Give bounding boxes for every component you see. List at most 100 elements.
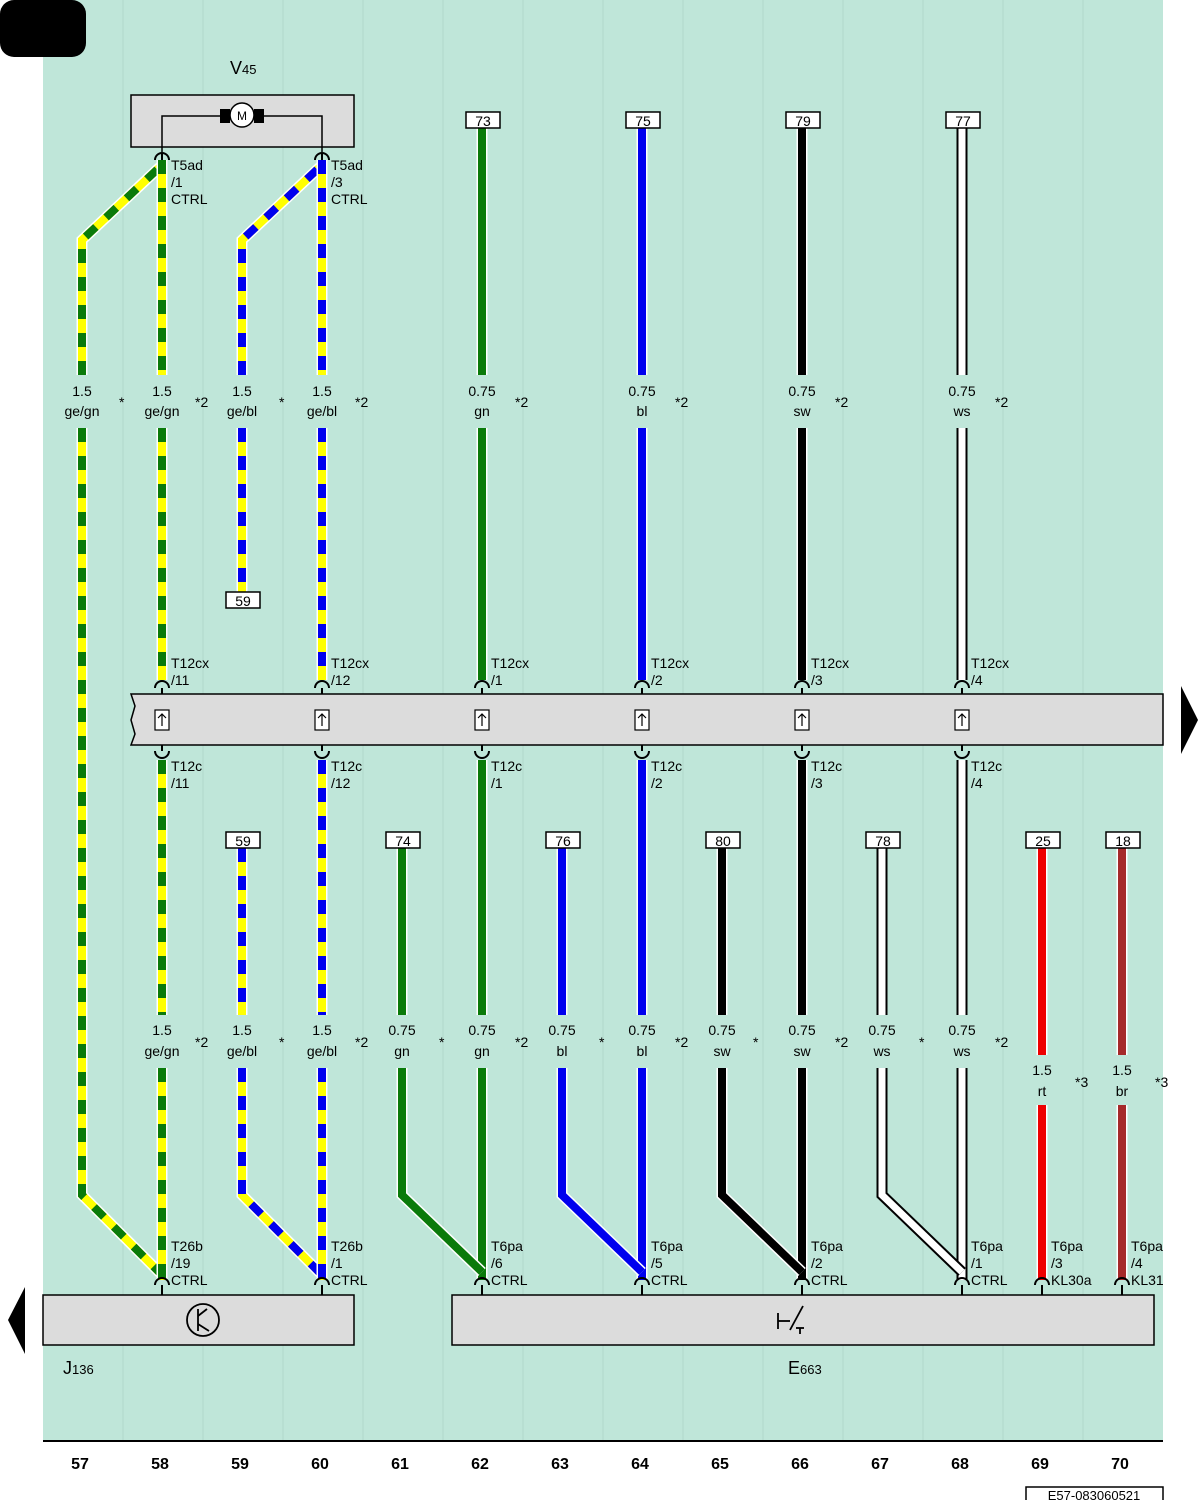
wire-size: 1.5 — [232, 1022, 252, 1038]
wire-size: 0.75 — [708, 1022, 735, 1038]
connector-label: T12c/11 — [171, 758, 202, 791]
wire-size: 0.75 — [628, 383, 655, 399]
wire-size: 1.5 — [1112, 1062, 1132, 1078]
wire-color: gn — [394, 1043, 410, 1059]
wire-size: 1.5 — [152, 383, 172, 399]
wire-size: 0.75 — [388, 1022, 415, 1038]
wire-color: ge/bl — [307, 403, 337, 419]
motor-label: V45 — [230, 58, 256, 78]
motor-v45: M — [130, 94, 355, 152]
column-number: 69 — [1031, 1456, 1049, 1473]
wire-size: 0.75 — [948, 383, 975, 399]
footer-code-box — [1025, 1486, 1164, 1500]
wire-note: *2 — [835, 394, 848, 410]
pin-stems — [161, 153, 1123, 1295]
wire-color: ws — [872, 1043, 890, 1059]
wire-note: *2 — [995, 1034, 1008, 1050]
footer-code: E57-083060521 — [1048, 1488, 1141, 1500]
wire-note: * — [119, 394, 125, 410]
column-number: 57 — [71, 1456, 89, 1473]
wire-size: 1.5 — [232, 383, 252, 399]
wire-size: 0.75 — [868, 1022, 895, 1038]
connector-label: T12cx/3 — [811, 655, 849, 688]
connector-label: T12cx/12 — [331, 655, 369, 688]
column-number: 67 — [871, 1456, 889, 1473]
wire-b67 — [876, 848, 966, 1276]
wire-size: 0.75 — [628, 1022, 655, 1038]
wire-size: 1.5 — [312, 383, 332, 399]
ref-box-bottom-80: 80 — [715, 833, 731, 849]
wire-size: 1.5 — [152, 1022, 172, 1038]
wire-note: * — [599, 1034, 605, 1050]
wire-color: ge/bl — [227, 1043, 257, 1059]
wire-note: * — [439, 1034, 445, 1050]
wire-w59 — [236, 160, 326, 1279]
ref-box-top-79: 79 — [795, 113, 811, 129]
column-number: 60 — [311, 1456, 329, 1473]
controller-label: J136 — [63, 1358, 94, 1378]
wire-size: 1.5 — [312, 1022, 332, 1038]
wire-note: *2 — [675, 394, 688, 410]
wire-color: sw — [793, 1043, 811, 1059]
column-number: 70 — [1111, 1456, 1129, 1473]
wire-size: 0.75 — [948, 1022, 975, 1038]
wire-note: *2 — [515, 1034, 528, 1050]
wire-color: ge/bl — [307, 1043, 337, 1059]
ref-box-mid-59: 59 — [235, 593, 251, 609]
wire-size: 1.5 — [1032, 1062, 1052, 1078]
wire-color: ge/gn — [144, 403, 179, 419]
wire-color: gn — [474, 403, 490, 419]
ref-box-bottom-25: 25 — [1035, 833, 1051, 849]
wire-b63 — [556, 848, 646, 1276]
wire-b61 — [396, 848, 486, 1276]
column-number: 65 — [711, 1456, 729, 1473]
connector-label: T12c/4 — [971, 758, 1002, 791]
wire-color: gn — [474, 1043, 490, 1059]
column-number: 59 — [231, 1456, 249, 1473]
transistor-icon — [186, 1303, 220, 1337]
connector-label: T12c/2 — [651, 758, 682, 791]
ref-box-top-73: 73 — [475, 113, 491, 129]
wire-note: *3 — [1155, 1074, 1168, 1090]
ref-box-bottom-78: 78 — [875, 833, 891, 849]
strip-pin-arrows — [157, 713, 967, 726]
wire-size: 0.75 — [468, 383, 495, 399]
connector-label: T12c/12 — [331, 758, 362, 791]
ref-box-bottom-74: 74 — [395, 833, 411, 849]
wire-note: *2 — [355, 394, 368, 410]
wire-note: * — [279, 394, 285, 410]
switch-label: E663 — [788, 1358, 822, 1378]
column-number: 58 — [151, 1456, 169, 1473]
wire-b65 — [716, 848, 806, 1276]
svg-text:M: M — [237, 109, 247, 123]
wire-color: sw — [713, 1043, 731, 1059]
wire-color: bl — [557, 1043, 568, 1059]
column-number: 68 — [951, 1456, 969, 1473]
column-number: 66 — [791, 1456, 809, 1473]
connector-label: T12c/3 — [811, 758, 842, 791]
prev-page-arrow[interactable] — [8, 1287, 25, 1354]
wire-size: 0.75 — [788, 383, 815, 399]
wire-color: rt — [1038, 1083, 1047, 1099]
wire-color: bl — [637, 1043, 648, 1059]
ref-box-top-75: 75 — [635, 113, 651, 129]
wire-size: 0.75 — [468, 1022, 495, 1038]
wire-note: * — [279, 1034, 285, 1050]
wire-color: ge/bl — [227, 403, 257, 419]
wire-note: *2 — [835, 1034, 848, 1050]
connector-label: T12cx/2 — [651, 655, 689, 688]
connector-label: T12cx/1 — [491, 655, 529, 688]
switch-e663 — [451, 1294, 1155, 1346]
connector-label: T12cx/4 — [971, 655, 1009, 688]
next-page-arrow[interactable] — [1181, 686, 1198, 754]
wire-color: ge/gn — [64, 403, 99, 419]
ref-box-bottom-18: 18 — [1115, 833, 1131, 849]
wire-note: *2 — [515, 394, 528, 410]
